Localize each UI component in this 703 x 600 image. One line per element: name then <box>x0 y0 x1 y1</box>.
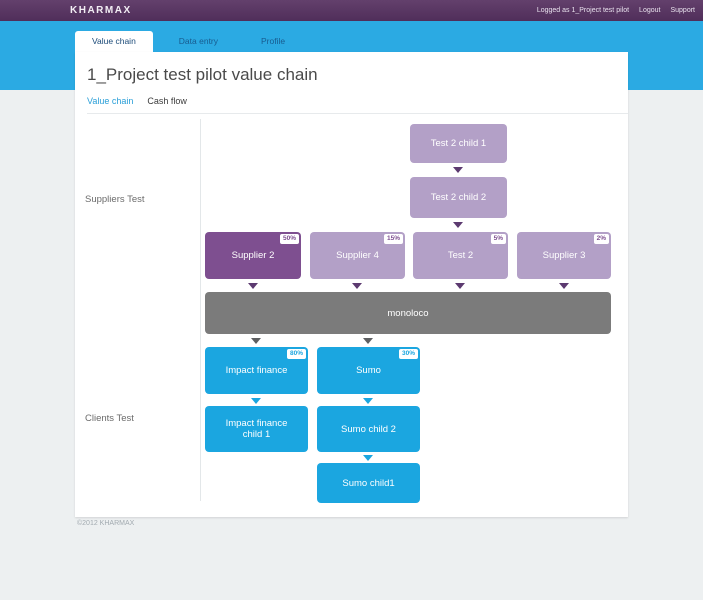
node-sumo-child1[interactable]: Sumo child1 <box>317 463 420 503</box>
arrow-down-icon <box>251 338 261 344</box>
diagram-divider <box>200 119 201 501</box>
node-supplier-2[interactable]: 50% Supplier 2 <box>205 232 301 279</box>
node-supplier-4[interactable]: 15% Supplier 4 <box>310 232 405 279</box>
percentage-badge: 80% <box>286 349 306 359</box>
arrow-down-icon <box>453 222 463 228</box>
arrow-down-icon <box>251 398 261 404</box>
group-label-suppliers: Suppliers Test <box>85 194 145 205</box>
percentage-badge: 15% <box>383 234 403 244</box>
subnav-value-chain[interactable]: Value chain <box>87 96 134 106</box>
tab-profile[interactable]: Profile <box>261 36 286 46</box>
node-sumo[interactable]: 30% Sumo <box>317 347 420 394</box>
value-chain-diagram: Suppliers Test Clients Test Test 2 child… <box>75 114 628 504</box>
node-monoloco[interactable]: monoloco <box>205 292 611 334</box>
arrow-down-icon <box>363 398 373 404</box>
tab-data-entry[interactable]: Data entry <box>178 36 219 46</box>
node-test-2-child-2[interactable]: Test 2 child 2 <box>410 177 507 218</box>
subnav-cash-flow[interactable]: Cash flow <box>147 96 187 106</box>
brand-logo: KHARMAX <box>70 5 132 16</box>
percentage-badge: 2% <box>593 234 609 244</box>
node-supplier-3[interactable]: 2% Supplier 3 <box>517 232 611 279</box>
arrow-down-icon <box>248 283 258 289</box>
group-label-clients: Clients Test <box>85 413 134 424</box>
percentage-badge: 30% <box>398 349 418 359</box>
arrow-down-icon <box>453 167 463 173</box>
page-title: 1_Project test pilot value chain <box>87 65 318 84</box>
support-link[interactable]: Support <box>670 7 695 14</box>
copyright-text: ©2012 KHARMAX <box>77 520 135 527</box>
arrow-down-icon <box>559 283 569 289</box>
percentage-badge: 5% <box>490 234 506 244</box>
arrow-down-icon <box>363 455 373 461</box>
logged-as-text: Logged as 1_Project test pilot <box>536 7 630 14</box>
node-test-2[interactable]: 5% Test 2 <box>413 232 508 279</box>
arrow-down-icon <box>455 283 465 289</box>
node-impact-finance-child-1[interactable]: Impact finance child 1 <box>205 406 308 452</box>
main-card: Value chain Data entry Profile 1_Project… <box>75 31 628 517</box>
content-card: 1_Project test pilot value chain Value c… <box>75 52 628 517</box>
logout-link[interactable]: Logout <box>639 7 661 14</box>
top-bar: KHARMAX Logged as 1_Project test pilot L… <box>0 0 703 21</box>
sub-nav: Value chain Cash flow <box>87 96 628 114</box>
main-tabs: Value chain Data entry Profile <box>75 31 628 52</box>
node-impact-finance[interactable]: 80% Impact finance <box>205 347 308 394</box>
tab-value-chain[interactable]: Value chain <box>75 31 153 52</box>
node-test-2-child-1[interactable]: Test 2 child 1 <box>410 124 507 163</box>
percentage-badge: 50% <box>279 234 299 244</box>
arrow-down-icon <box>352 283 362 289</box>
arrow-down-icon <box>363 338 373 344</box>
node-sumo-child-2[interactable]: Sumo child 2 <box>317 406 420 452</box>
